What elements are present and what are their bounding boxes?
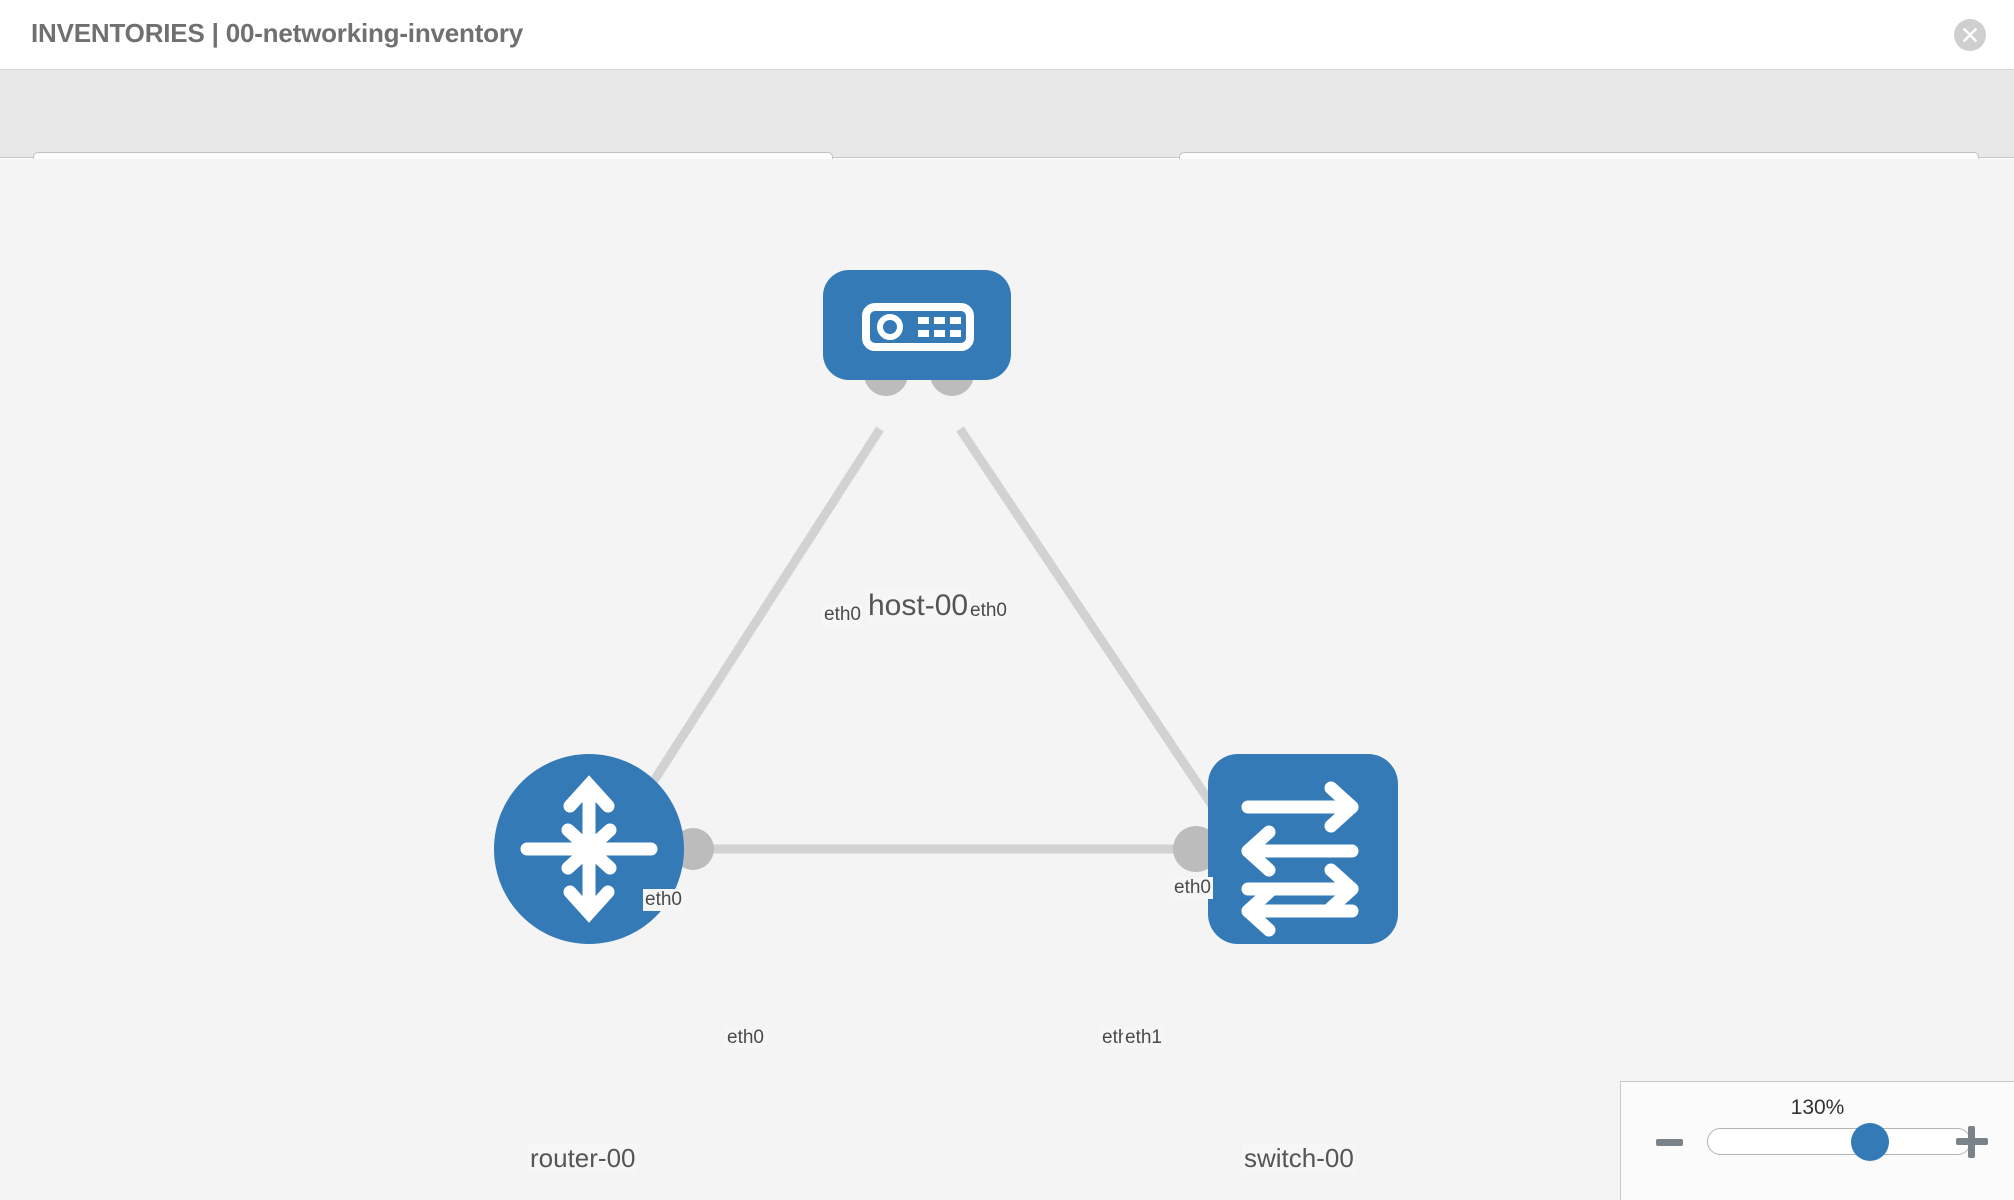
connector-switch-west[interactable]: [1173, 826, 1219, 872]
node-label-host-00: host-00: [866, 589, 971, 623]
switch-arrows-icon: [1241, 781, 1359, 937]
page-header: INVENTORIES | 00-networking-inventory: [0, 0, 2014, 70]
close-button[interactable]: [1954, 19, 1986, 51]
iface-label-switch-uplink: eth0: [1172, 877, 1213, 899]
topology-links: [606, 426, 1252, 862]
iface-label-router-uplink: eth0: [643, 889, 684, 911]
topology-graph: [494, 270, 1398, 944]
node-switch-00[interactable]: [1208, 754, 1398, 944]
close-icon: [1962, 27, 1978, 43]
topology-canvas[interactable]: eth0 eth0 eth0 eth0 eth0 eth eth1 host-0…: [0, 159, 2014, 1200]
link-host-switch[interactable]: [956, 426, 1252, 862]
server-icon: [862, 303, 974, 351]
node-label-router-00: router-00: [528, 1143, 638, 1174]
node-router-00[interactable]: [494, 754, 684, 944]
zoom-slider-thumb[interactable]: [1851, 1123, 1890, 1161]
zoom-level-label: 130%: [1790, 1096, 1845, 1119]
page-title: INVENTORIES | 00-networking-inventory: [31, 18, 524, 48]
node-label-switch-00: switch-00: [1242, 1143, 1356, 1174]
zoom-control-panel: 130%: [1620, 1081, 2014, 1200]
toolbar: ACTIONS SEARCH: [0, 70, 2014, 201]
iface-label-switch-lan-under: eth: [1100, 1027, 1131, 1049]
iface-label-switch-lan: eth1: [1123, 1027, 1164, 1049]
zoom-in-button[interactable]: [1956, 1126, 1988, 1158]
iface-label-router-lan: eth0: [725, 1027, 766, 1049]
node-host-00[interactable]: [823, 270, 1011, 380]
link-router-host[interactable]: [606, 426, 884, 852]
iface-label-host-right: eth0: [968, 600, 1009, 622]
router-arrows-icon: [520, 775, 658, 923]
zoom-out-button[interactable]: [1656, 1139, 1683, 1146]
zoom-slider-track[interactable]: [1707, 1123, 1971, 1161]
iface-label-host-left: eth0: [822, 604, 863, 626]
